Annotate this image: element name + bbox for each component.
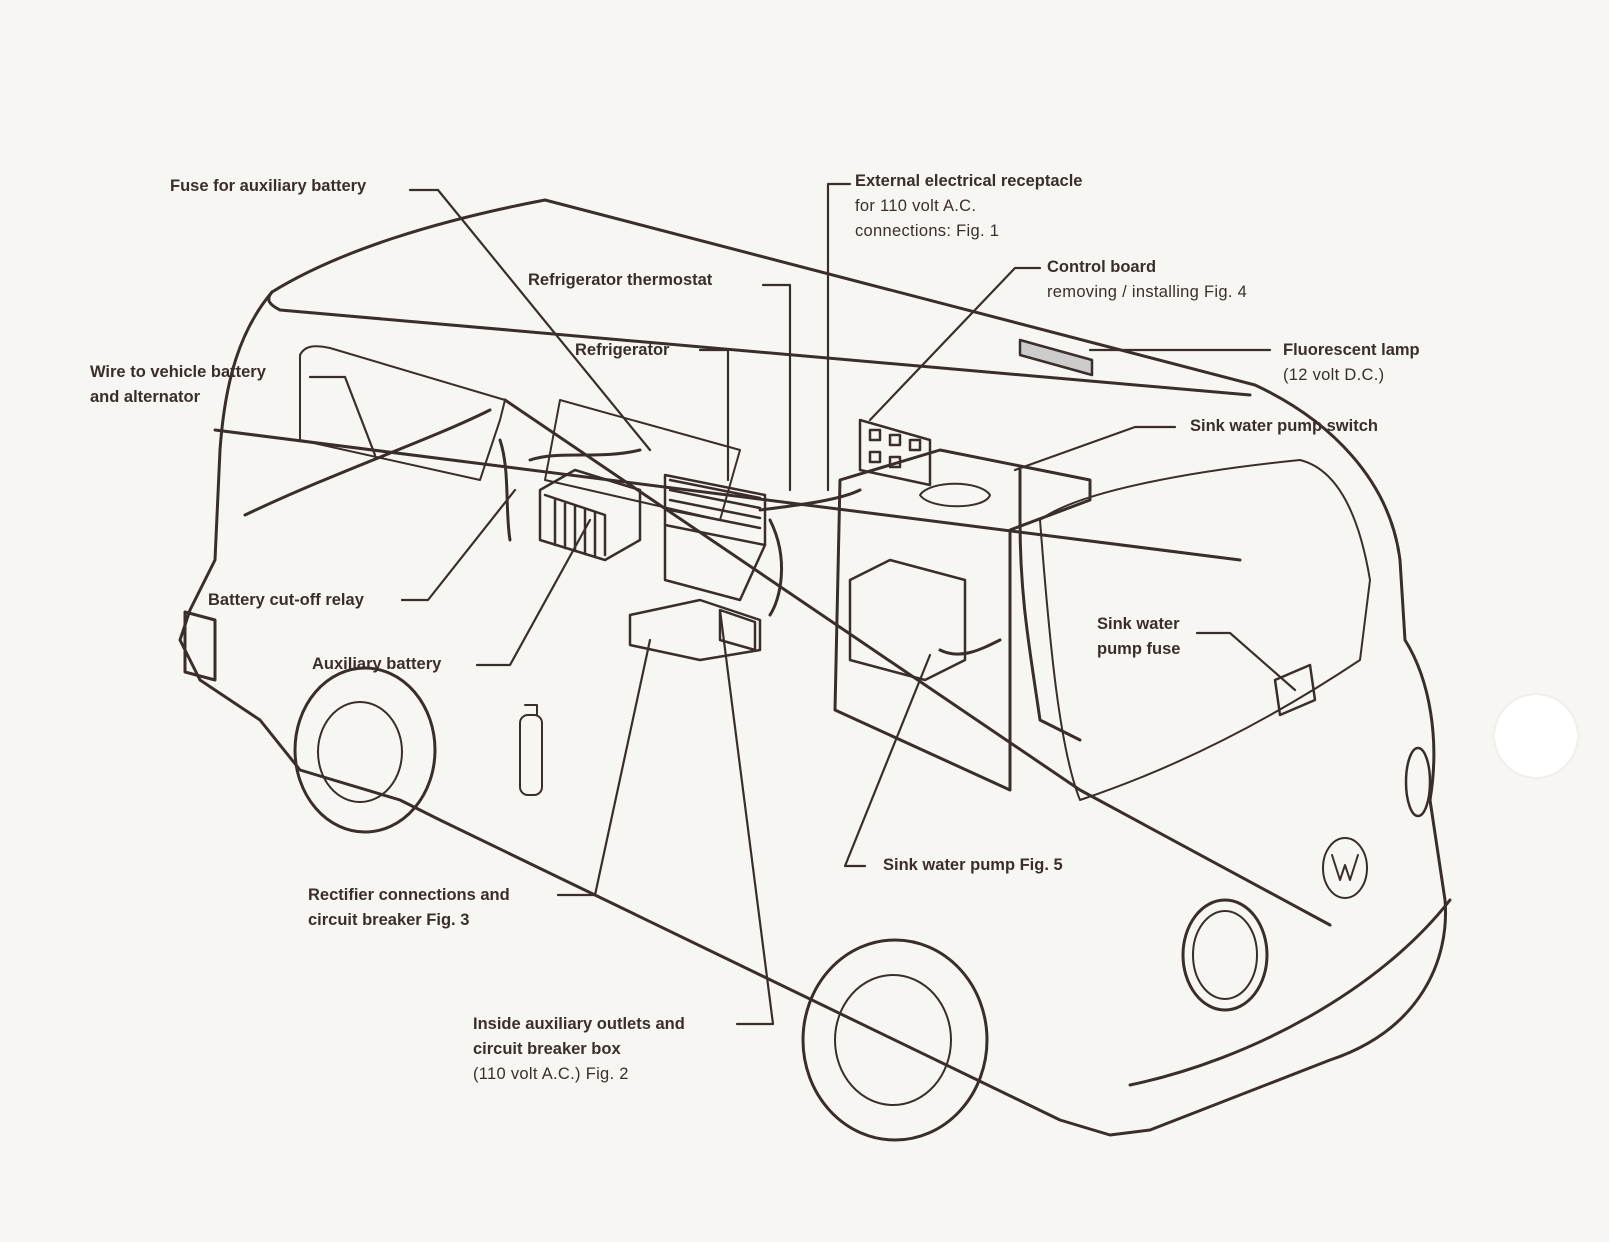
leader-refrigerator [698,348,730,482]
label-wire-vehicle-battery: Wire to vehicle battery and alternator [90,363,266,406]
binder-punch-hole [1495,695,1577,777]
windshield [1039,459,1371,801]
label-inside-outlets: Inside auxiliary outlets and circuit bre… [473,1015,685,1083]
wiring [243,408,1082,742]
control-panel [858,418,932,487]
front-bumper [1128,898,1452,1087]
leader-fuse-aux-battery [408,188,652,452]
leader-sink-water-pump [843,653,932,868]
label-battery-cutoff-relay: Battery cut-off relay [208,591,364,609]
leader-sink-pump-fuse [1195,631,1297,692]
water-tank [848,558,967,682]
front-wheel [801,938,989,1142]
leader-rectifier [556,638,652,897]
headlight [1181,898,1269,1012]
refrigerator-unit [663,473,767,602]
vw-logo [1322,837,1368,899]
label-fluorescent-lamp: Fluorescent lamp (12 volt D.C.) [1283,341,1420,384]
leader-wire-vehicle-battery [308,375,377,457]
sink-fuse-holder [1273,663,1317,717]
label-external-receptacle: External electrical receptacle for 110 v… [855,172,1083,240]
label-fuse-aux-battery: Fuse for auxiliary battery [170,177,367,195]
fire-extinguisher [519,704,543,796]
label-sink-pump-fuse: Sink water pump fuse [1097,615,1181,658]
rear-wheel [293,666,437,834]
leader-lines [308,182,1297,1026]
rectifier-box [628,598,762,662]
label-sink-pump-switch: Sink water pump switch [1190,417,1378,435]
label-control-board: Control board removing / installing Fig.… [1047,258,1248,301]
label-auxiliary-battery: Auxiliary battery [312,655,442,673]
label-sink-water-pump: Sink water pump Fig. 5 [883,856,1063,874]
leader-inside-outlets [718,608,775,1026]
leader-auxiliary-battery [475,518,592,667]
label-refrigerator-thermostat: Refrigerator thermostat [528,271,713,289]
auxiliary-battery-box [538,468,642,562]
label-rectifier: Rectifier connections and circuit breake… [308,886,510,929]
turn-indicator [1404,746,1432,818]
fluorescent-lamp-fixture [1018,338,1094,377]
sink-cabinet [833,448,1092,792]
leader-external-receptacle [826,182,852,492]
leader-control-board [868,266,1042,422]
leader-sink-pump-switch [1013,425,1177,472]
rear-bumper [183,610,217,682]
leader-battery-cutoff-relay [400,488,517,602]
label-refrigerator: Refrigerator [575,341,670,359]
leader-refrigerator-thermostat [761,283,792,492]
